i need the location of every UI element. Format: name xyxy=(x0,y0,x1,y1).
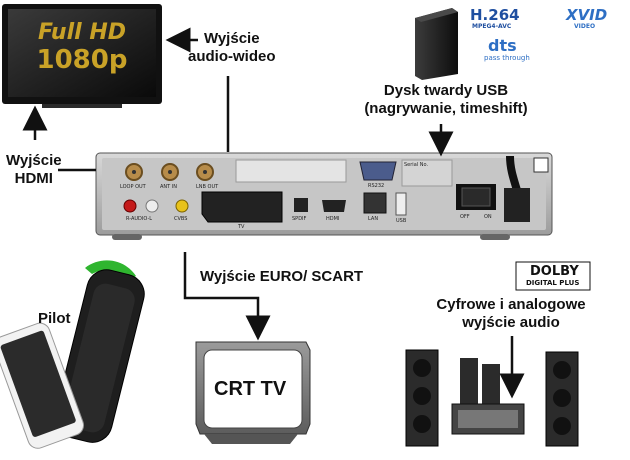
port-hdmi: HDMI xyxy=(326,216,340,222)
h264-logo: H.264 xyxy=(470,6,520,24)
usb-hard-disk xyxy=(415,8,458,80)
crt-tv-label: CRT TV xyxy=(214,378,287,400)
h264-sub: MPEG4-AVC xyxy=(472,23,512,30)
usb-disk-label: Dysk twardy USB (nagrywanie, timeshift) xyxy=(356,82,536,118)
remote-controls xyxy=(0,260,145,449)
crt-tv xyxy=(195,341,311,444)
av-output-label: Wyjście audio-wideo xyxy=(188,30,276,66)
port-rs232: RS232 xyxy=(368,183,385,189)
port-lan: LAN xyxy=(368,216,379,222)
scart-output-label: Wyjście EURO/ SCART xyxy=(200,268,364,285)
port-loop-out: LOOP OUT xyxy=(120,184,146,190)
port-ant-in: ANT IN xyxy=(160,184,178,190)
serial-label: Serial No. xyxy=(404,162,429,168)
port-cvbs: CVBS xyxy=(174,216,188,222)
port-tv: TV xyxy=(238,224,245,230)
switch-on: ON xyxy=(484,214,492,220)
hdmi-output-line1: Wyjście xyxy=(6,152,62,169)
connection-arrows xyxy=(22,27,525,399)
port-usb: USB xyxy=(396,218,407,224)
dts-logo: dts xyxy=(488,36,517,55)
tv-screen-text: Full HD 1080p xyxy=(20,20,144,75)
dts-sub: pass through xyxy=(484,54,530,62)
resolution-label: 1080p xyxy=(36,45,128,75)
audio-output-line1: Cyfrowe i analogowe xyxy=(436,296,586,313)
hdmi-output-line2: HDMI xyxy=(14,170,53,187)
xvid-sub: VIDEO xyxy=(574,23,596,30)
xvid-logo: XVID xyxy=(566,6,608,24)
dolby-sub: DIGITAL PLUS xyxy=(526,279,580,287)
port-spdif: SPDIF xyxy=(292,216,307,222)
set-top-box xyxy=(95,152,553,240)
remote-label: Pilot xyxy=(38,310,71,327)
av-output-line1: Wyjście xyxy=(203,30,260,47)
dolby-logo-frame xyxy=(515,261,591,291)
full-hd-label: Full HD xyxy=(38,20,126,45)
usb-disk-line1: Dysk twardy USB xyxy=(383,82,509,99)
audio-output-label: Cyfrowe i analogowe wyjście audio xyxy=(426,296,596,332)
switch-off: OFF xyxy=(460,214,470,220)
audio-output-line2: wyjście audio xyxy=(462,314,560,331)
hdmi-output-label: Wyjście HDMI xyxy=(6,152,62,188)
av-output-line2: audio-wideo xyxy=(188,48,276,65)
dolby-logo: DOLBY xyxy=(530,264,579,279)
usb-disk-line2: (nagrywanie, timeshift) xyxy=(364,100,528,117)
port-lnb-out: LNB OUT xyxy=(196,184,219,190)
port-r-audio-l: R-AUDIO-L xyxy=(126,216,153,222)
flat-tv xyxy=(2,4,162,108)
speaker-system xyxy=(405,349,579,447)
